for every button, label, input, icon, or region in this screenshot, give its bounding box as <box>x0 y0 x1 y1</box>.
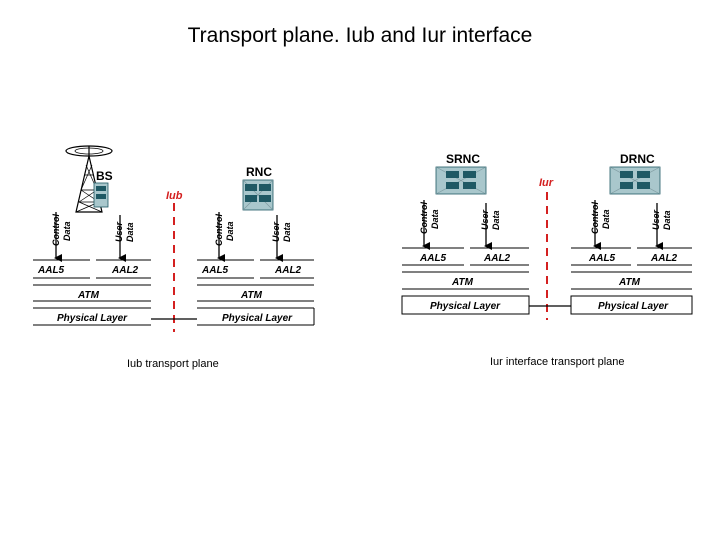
drnc-label: DRNC <box>620 152 655 166</box>
bs-equipment-icon <box>93 182 109 208</box>
iur-interface-label: Iur <box>539 177 554 189</box>
iub-right-protocol-stack: Control Data User Data AAL5 AAL2 ATM Phy… <box>197 212 315 326</box>
aal2-label: AAL2 <box>274 265 302 276</box>
control-label: Control <box>590 202 600 234</box>
control-data-label: Data <box>430 209 440 229</box>
atm-label: ATM <box>77 290 100 301</box>
iur-left-protocol-stack: Control Data User Data AAL5 AAL2 ATM Phy… <box>401 200 530 315</box>
page-title: Transport plane. Iub and Iur interface <box>187 24 533 47</box>
control-data-label: Data <box>62 221 72 241</box>
user-data-label: Data <box>282 222 292 242</box>
physical-layer-label: Physical Layer <box>57 313 128 324</box>
user-label: User <box>651 209 661 230</box>
atm-label: ATM <box>451 277 474 288</box>
rnc-equipment-icon <box>242 179 274 211</box>
aal2-label: AAL2 <box>483 253 511 264</box>
control-label: Control <box>419 202 429 234</box>
aal2-label: AAL2 <box>650 253 678 264</box>
atm-label: ATM <box>618 277 641 288</box>
iub-caption: Iub transport plane <box>127 358 219 370</box>
control-data-label: Data <box>225 221 235 241</box>
user-data-label: Data <box>491 210 501 230</box>
user-label: User <box>480 209 490 230</box>
aal5-label: AAL5 <box>201 265 229 276</box>
iub-interface-label: Iub <box>166 190 183 202</box>
physical-layer-label: Physical Layer <box>222 313 293 324</box>
bs-label: BS <box>96 169 113 183</box>
atm-label: ATM <box>240 290 263 301</box>
srnc-label: SRNC <box>446 152 480 166</box>
user-label: User <box>114 221 124 242</box>
user-data-label: Data <box>662 210 672 230</box>
aal2-label: AAL2 <box>111 265 139 276</box>
rnc-label: RNC <box>246 165 272 179</box>
iub-diagram: BS RNC Iub Control Data User Data <box>33 145 315 370</box>
drnc-equipment-icon <box>609 166 661 195</box>
control-label: Control <box>214 214 224 246</box>
control-label: Control <box>51 214 61 246</box>
user-label: User <box>271 221 281 242</box>
physical-layer-label: Physical Layer <box>430 301 501 312</box>
iur-diagram: SRNC DRNC Iur Control Data User Data <box>401 152 693 368</box>
iub-left-protocol-stack: Control Data User Data AAL5 AAL2 ATM Phy… <box>33 212 151 326</box>
control-data-label: Data <box>601 209 611 229</box>
srnc-equipment-icon <box>435 166 487 195</box>
physical-layer-label: Physical Layer <box>598 301 669 312</box>
iur-caption: Iur interface transport plane <box>490 356 625 368</box>
iur-right-protocol-stack: Control Data User Data AAL5 AAL2 ATM Phy… <box>570 200 693 315</box>
aal5-label: AAL5 <box>37 265 65 276</box>
aal5-label: AAL5 <box>588 253 616 264</box>
aal5-label: AAL5 <box>419 253 447 264</box>
user-data-label: Data <box>125 222 135 242</box>
